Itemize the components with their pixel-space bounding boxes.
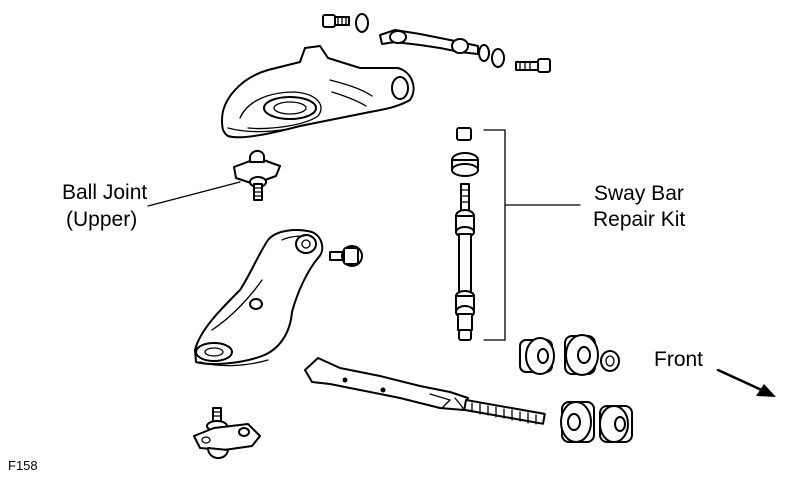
lower-ball-joint bbox=[193, 407, 261, 459]
lower-arm-bolt bbox=[329, 245, 363, 267]
strut-bushing-lower bbox=[560, 401, 633, 443]
link-nut-bottom bbox=[458, 329, 472, 341]
sway-bar-link bbox=[451, 127, 479, 341]
sway-bar-bracket bbox=[483, 129, 581, 341]
bolt-right bbox=[515, 58, 551, 73]
bolt-left bbox=[322, 14, 350, 28]
ball-joint-leader-line bbox=[147, 181, 241, 207]
washer-right-2 bbox=[491, 48, 505, 68]
strut-nut bbox=[600, 350, 620, 372]
strut-bar bbox=[304, 357, 546, 425]
lower-control-arm bbox=[194, 229, 324, 367]
ball-joint-sublabel: (Upper) bbox=[66, 208, 137, 231]
sway-bar-sublabel: Repair Kit bbox=[593, 208, 685, 231]
washer-left bbox=[355, 13, 369, 33]
figure-id: F158 bbox=[8, 458, 38, 473]
upper-control-arm bbox=[221, 45, 415, 139]
link-nut-top bbox=[456, 127, 472, 141]
front-direction-arrow bbox=[716, 368, 776, 397]
ball-joint-label: Ball Joint bbox=[62, 181, 147, 204]
strut-bushing-upper bbox=[519, 334, 599, 376]
washer-right-1 bbox=[478, 44, 490, 62]
upper-ball-joint bbox=[233, 150, 281, 201]
front-label: Front bbox=[654, 348, 703, 371]
strut-rod-assembly bbox=[322, 13, 551, 73]
sway-bar-label: Sway Bar bbox=[594, 182, 684, 205]
link-sleeve bbox=[458, 233, 472, 297]
